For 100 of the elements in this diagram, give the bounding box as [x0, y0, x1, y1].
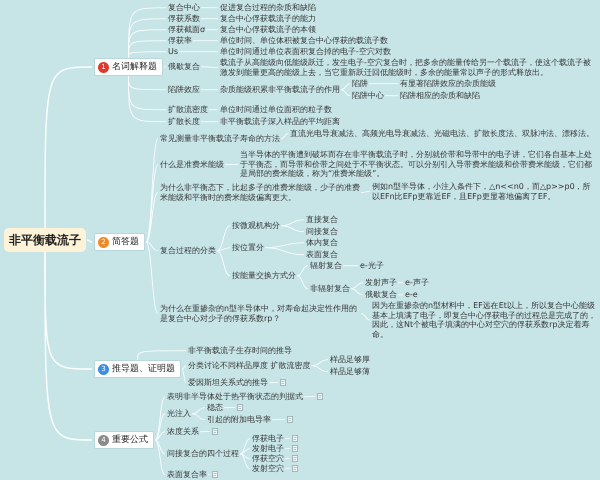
topic-label: 间接复合的四个过程	[167, 449, 239, 458]
topic-paragraph: 例如n型半导体，小注入条件下，△n<<n0，而△p>>p0，所以EFn比EFp更靠近EF，且EFp更显著地偏离了EF。	[372, 182, 597, 201]
branch-title: 重要公式	[112, 434, 148, 446]
topic-label: 光注入	[167, 409, 191, 418]
connector-line	[342, 265, 358, 266]
topic-label: 俄歇复合	[365, 290, 397, 300]
connector-line	[280, 219, 304, 226]
connector-line	[200, 431, 210, 432]
topic-label: 表面复合	[306, 250, 338, 260]
connector-line	[192, 40, 218, 42]
topic-label: 非平衡载流子深入样品的平均距离	[220, 117, 340, 126]
connector-line	[154, 396, 166, 440]
connector-line	[208, 109, 218, 110]
branch-title: 推导题、证明题	[112, 363, 175, 375]
connector-line	[208, 474, 210, 476]
topic-label: 有显著陷阱效应的杂质能级	[400, 79, 496, 88]
image-thumbnail-icon	[212, 428, 218, 435]
connector-line	[311, 359, 328, 366]
topic-label: 直接复合	[306, 215, 338, 224]
topic-paragraph: 为什么在重掺杂的n型半导体中，对寿命起决定性作用的是复合中心对少子的俘获系数rp？	[160, 304, 360, 323]
connector-line	[146, 242, 158, 252]
topic-label: 俘获空穴	[252, 454, 284, 464]
topic-label: e-声子	[405, 278, 429, 288]
connector-line	[128, 51, 166, 58]
connector-line	[224, 164, 238, 166]
connector-line	[192, 407, 206, 414]
image-thumbnail-icon	[292, 445, 298, 452]
image-thumbnail-icon	[292, 455, 298, 462]
connector-line	[240, 438, 250, 454]
connector-line	[86, 239, 92, 243]
connector-line	[272, 419, 286, 420]
topic-label: 扩散长度	[168, 117, 200, 126]
connector-line	[311, 365, 328, 372]
connector-line	[44, 252, 92, 441]
connector-line	[240, 453, 250, 460]
topic-label: 稳态	[207, 403, 223, 412]
image-thumbnail-icon	[212, 471, 218, 478]
topic-label: 间接复合	[306, 227, 338, 236]
connector-line	[154, 431, 166, 440]
topic-label: 发射电子	[252, 444, 284, 454]
topic-label: 俘获截面σ	[168, 25, 206, 34]
image-thumbnail-icon	[287, 416, 293, 423]
connector-line	[154, 440, 166, 454]
topic-label: 复合过程的分类	[160, 246, 216, 256]
topic-label: 引起的附加电导率	[207, 415, 271, 424]
topic-label: 杂质能级积累非平衡载流子的作用	[220, 85, 340, 94]
topic-label: 按位置分	[232, 243, 264, 252]
topic-label: Us	[168, 47, 178, 56]
topic-label: 单位时间通过单位面积的粒子数	[220, 105, 332, 114]
connector-line	[284, 448, 290, 450]
connector-line	[128, 76, 166, 122]
topic-label: 发射空穴	[252, 464, 284, 474]
image-thumbnail-icon	[237, 404, 243, 411]
connector-line	[350, 282, 364, 290]
connector-line	[284, 438, 290, 440]
connector-line	[44, 66, 92, 228]
image-thumbnail-icon	[292, 465, 298, 472]
connector-line	[284, 468, 290, 470]
connector-line	[137, 350, 186, 360]
topic-label: 表面复合率	[167, 470, 207, 480]
connector-line	[216, 247, 230, 252]
topic-label: 什么是准费米能级	[160, 160, 224, 170]
topic-label: 爱因斯坦关系式的推导	[188, 378, 268, 388]
connector-line	[182, 368, 186, 384]
topic-paragraph: 直流光电导衰减法、高频光电导衰减法、光磁电法、扩散长度法、双脉冲法、漂移法。	[290, 129, 595, 138]
connector-line	[182, 365, 186, 370]
topic-label: 样品足够厚	[330, 355, 370, 364]
connector-line	[368, 83, 398, 84]
connector-line	[146, 138, 158, 242]
connector-line	[304, 396, 316, 398]
topic-label: 陷阱中心	[352, 91, 384, 100]
topic-label: 俘获率	[168, 36, 192, 46]
image-thumbnail-icon	[292, 435, 298, 442]
branch-box	[94, 360, 181, 378]
image-thumbnail-icon	[280, 379, 286, 386]
topic-label: e-e	[405, 290, 418, 300]
topic-paragraph: 载流子从高能级向低能级跃迁，发生电子-空穴复合时，把多余的能量传给另一个载流子，使这个载流子被激发到能量更高的能级上去，当它重新跃迁回低能级时，多余的能量常以声子的形式释放出。	[220, 58, 598, 77]
topic-label: 陷阱	[352, 79, 368, 88]
branch-box	[94, 233, 145, 251]
branch-title: 名词解释题	[112, 61, 157, 73]
connector-line	[154, 413, 166, 440]
connector-line	[164, 66, 166, 68]
connector-line	[280, 225, 304, 232]
topic-label: 按微观机构分	[232, 221, 280, 230]
topic-label: 非平衡载流子生存时间的推导	[188, 346, 292, 356]
topic-label: 俘获系数	[168, 14, 200, 24]
connector-line	[154, 440, 166, 476]
topic-label: 陷阱效应	[168, 85, 200, 94]
topic-label: 俘获电子	[252, 434, 284, 444]
connector-line	[360, 191, 370, 193]
connector-line	[206, 29, 218, 30]
topic-label: 单位时间、单位体积被复合中心俘获的载流子数	[220, 36, 388, 46]
connector-line	[360, 313, 370, 320]
connector-line	[264, 247, 304, 256]
topic-label: 单位时间通过单位表面积复合掉的电子-空穴对数	[220, 47, 391, 56]
connector-line	[268, 382, 278, 384]
connector-line	[178, 51, 218, 52]
branch-title: 简答题	[112, 236, 139, 248]
topic-label: 复合中心俘获载流子的本领	[220, 25, 316, 34]
connector-line	[340, 89, 350, 96]
